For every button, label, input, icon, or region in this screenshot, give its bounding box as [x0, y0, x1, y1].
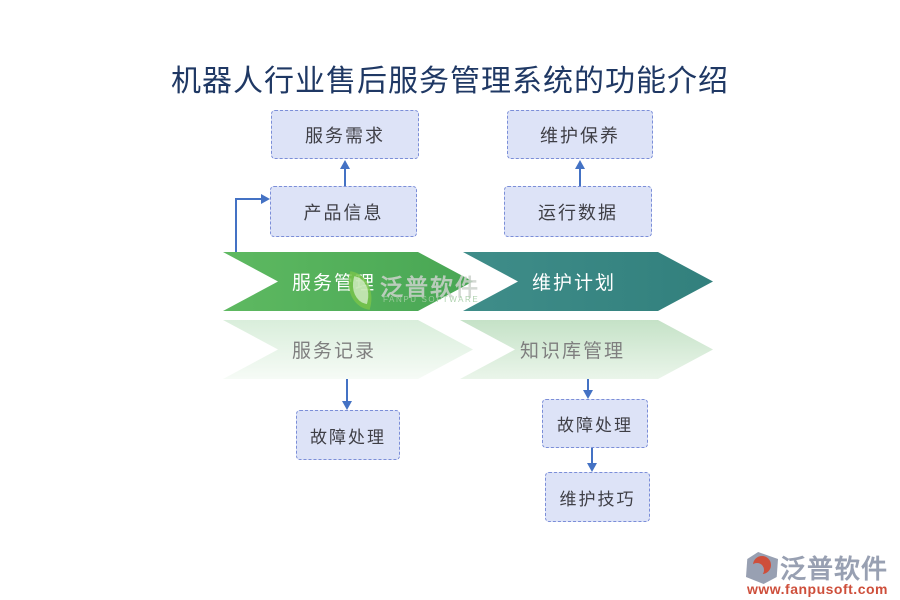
- box-running-data: 运行数据: [504, 186, 652, 237]
- corner-watermark-brand-text: 泛普软件: [780, 554, 889, 584]
- connector-running-data-to-maintenance-upkeep: [579, 169, 581, 186]
- chevron-service-records: 服务记录: [223, 320, 473, 379]
- arrowhead-up-icon: [575, 160, 585, 169]
- chevron-knowledge-base-management: 知识库管理: [460, 320, 713, 379]
- arrowhead-down-icon: [587, 463, 597, 472]
- connector-chevron-to-product-info-horizontal: [235, 198, 261, 200]
- box-product-info: 产品信息: [270, 186, 417, 237]
- connector-chevron-to-product-info: [235, 198, 237, 252]
- fanpu-logo-icon: [746, 552, 778, 584]
- connector-knowledge-base-to-fault-handling: [587, 379, 589, 392]
- chevron-service-management: 服务管理: [223, 252, 473, 311]
- box-fault-handling-right: 故障处理: [542, 399, 648, 448]
- chevron-maintenance-plan: 维护计划: [463, 252, 713, 311]
- fanpu-logo-crescent-icon: [750, 556, 771, 577]
- arrowhead-down-icon: [342, 401, 352, 410]
- box-maintenance-upkeep: 维护保养: [507, 110, 653, 159]
- connector-service-records-to-fault-handling: [346, 379, 348, 402]
- box-maintenance-tips: 维护技巧: [545, 472, 650, 522]
- page-title: 机器人行业售后服务管理系统的功能介绍: [171, 65, 729, 98]
- corner-watermark: 泛普软件 www.fanpusoft.com: [744, 548, 896, 598]
- box-service-demand: 服务需求: [271, 110, 419, 159]
- connector-fault-handling-to-maintenance-tips: [591, 448, 593, 465]
- arrowhead-right-icon: [261, 194, 270, 204]
- box-fault-handling-left: 故障处理: [296, 410, 400, 460]
- arrowhead-up-icon: [340, 160, 350, 169]
- connector-product-info-to-service-demand: [344, 169, 346, 186]
- corner-watermark-url: www.fanpusoft.com: [747, 581, 888, 597]
- arrowhead-down-icon: [583, 390, 593, 399]
